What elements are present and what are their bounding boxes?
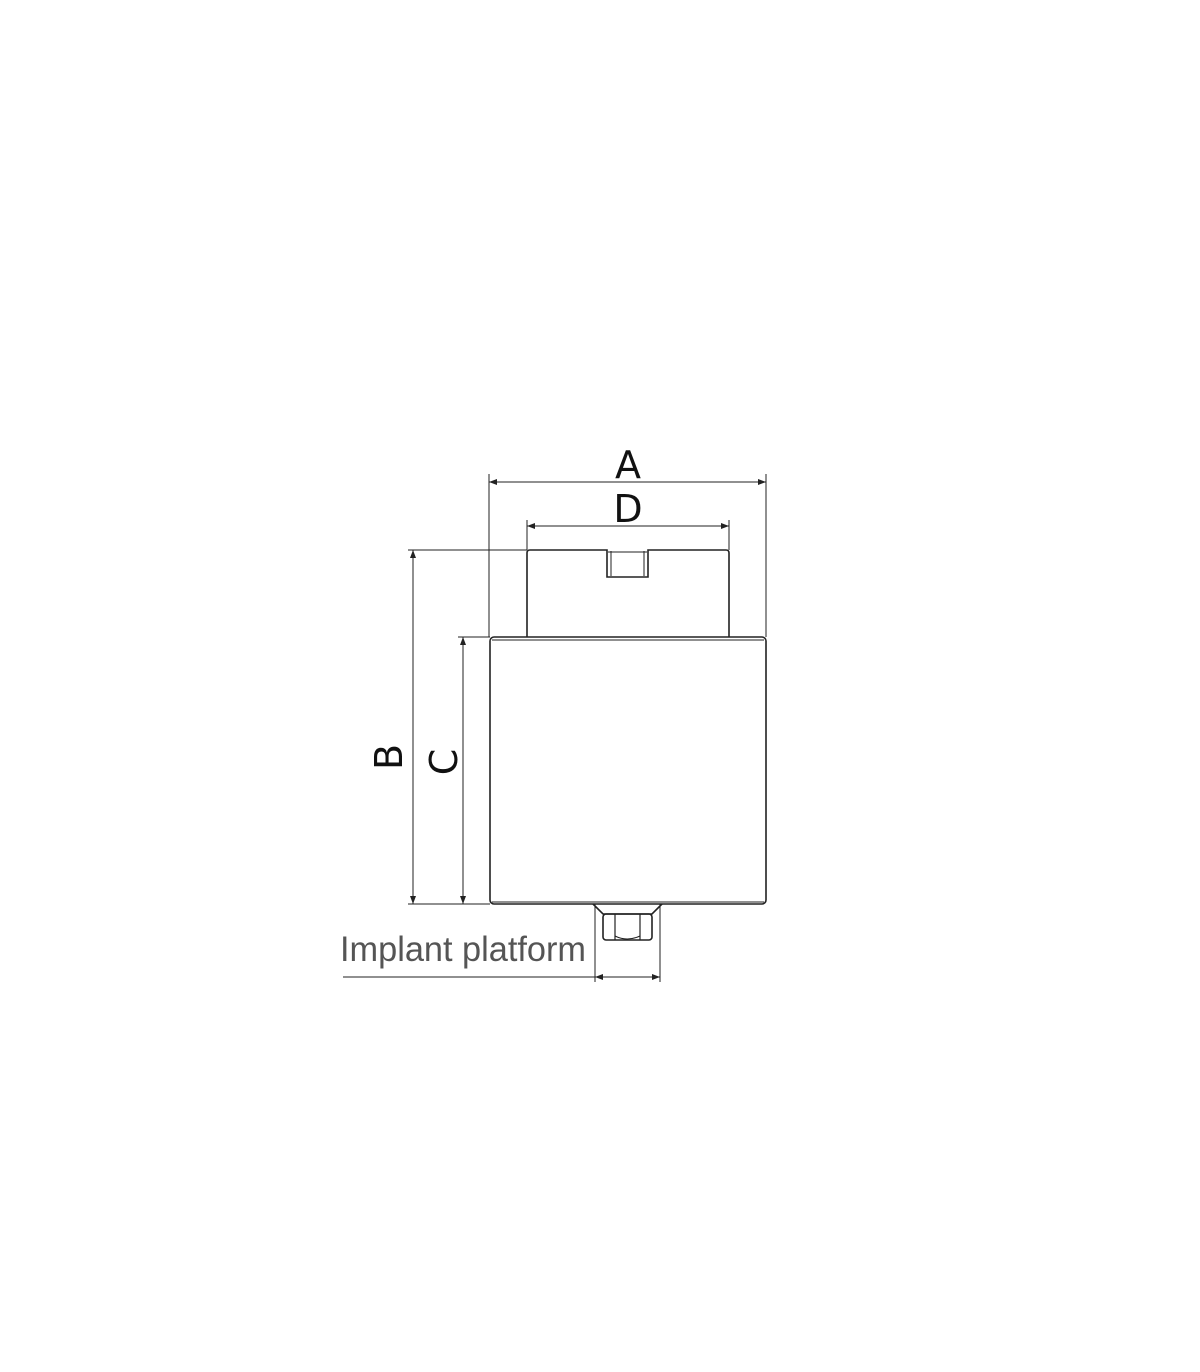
hex-connection [592, 903, 663, 915]
upper-cylinder [526, 549, 730, 637]
lower-body [489, 636, 767, 905]
implant-platform-label: Implant platform [340, 930, 586, 969]
dimension-d-label: D [613, 487, 642, 531]
dimension-b-label: B [367, 744, 411, 770]
dimension-c-label: C [422, 749, 466, 776]
dimension-a-label: A [615, 443, 641, 487]
